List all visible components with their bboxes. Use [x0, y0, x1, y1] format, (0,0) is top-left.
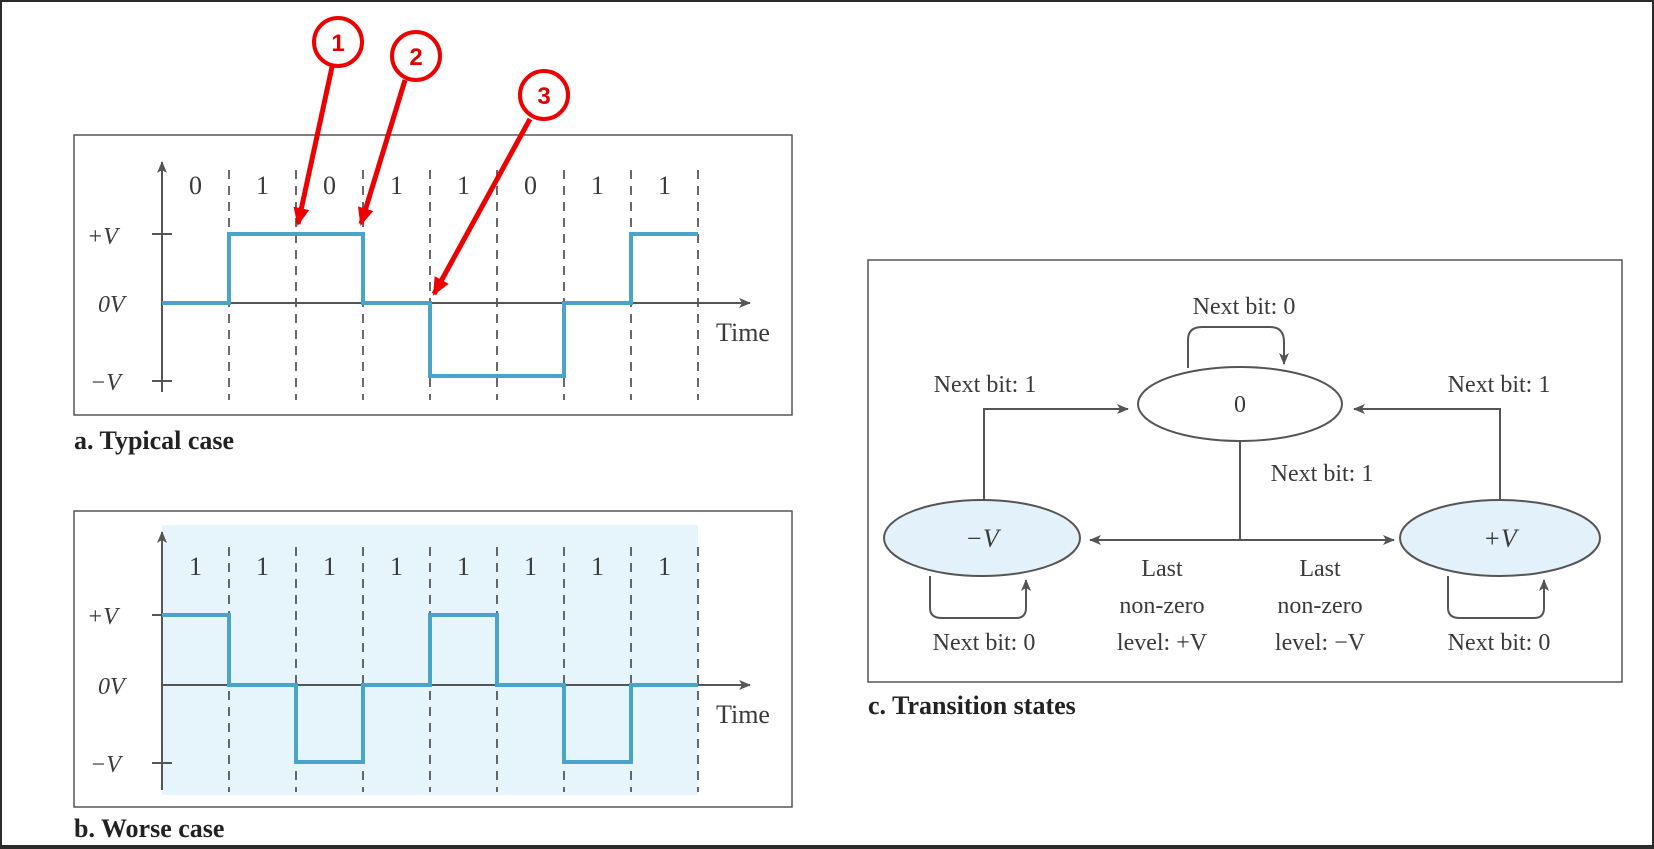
- panel-b-neg-label: −V: [90, 752, 123, 778]
- panel-a-bit-labels: 0 1 0 1 1 0 1 1: [189, 171, 671, 200]
- state-neg-node: [883, 499, 1081, 577]
- panel-a-bit-label: 1: [457, 171, 470, 200]
- panel-a-pos-label: +V: [87, 224, 120, 250]
- panel-a-bit-label: 1: [591, 171, 604, 200]
- panel-a-bit-label: 0: [524, 171, 537, 200]
- arrow-pos-to-zero: [1353, 404, 1501, 500]
- panel-c-caption: c. Transition states: [868, 691, 1076, 720]
- panel-b-bit-label: 1: [390, 552, 403, 581]
- panel-b-bit-label: 1: [256, 552, 269, 581]
- panel-b-bit-label: 1: [524, 552, 537, 581]
- panel-b-time-label: Time: [716, 700, 770, 729]
- panel-a-bit-dividers: [228, 170, 699, 400]
- last-level-right-line3: level: −V: [1275, 630, 1366, 656]
- panel-b-bit-label: 1: [189, 552, 202, 581]
- arrow-zero-out-label: Next bit: 1: [1271, 461, 1374, 487]
- annotation-1-badge: [312, 16, 364, 68]
- last-level-right-line2: non-zero: [1277, 593, 1362, 619]
- annotation-2-badge: [390, 30, 442, 82]
- panel-b-bit-dividers: [228, 547, 699, 792]
- panel-a-bit-label: 0: [323, 171, 336, 200]
- panel-b-caption: b. Worse case: [74, 814, 224, 843]
- arrow-pos-to-zero-label: Next bit: 1: [1448, 372, 1551, 398]
- self-loop-pos-label: Next bit: 0: [1448, 630, 1551, 656]
- panel-b-worse-case: +V 0V −V Time 1 1 1 1 1 1 1 1 b. Worse case: [73, 510, 793, 843]
- last-level-left-line3: level: +V: [1117, 630, 1208, 656]
- last-level-left-line2: non-zero: [1119, 593, 1204, 619]
- self-loop-zero: [1187, 326, 1289, 368]
- self-loop-neg-label: Next bit: 0: [933, 630, 1036, 656]
- panel-b-bit-label: 1: [591, 552, 604, 581]
- panel-b-bit-labels: 1 1 1 1 1 1 1 1: [189, 552, 671, 581]
- panel-a-caption: a. Typical case: [74, 426, 234, 455]
- state-pos-label: +V: [1483, 524, 1520, 553]
- annotation-3-arrow: [431, 117, 533, 296]
- annotation-2-arrow: [358, 79, 408, 226]
- panel-b-bit-label: 1: [323, 552, 336, 581]
- last-level-left-line1: Last: [1141, 556, 1183, 582]
- arrow-neg-to-zero-label: Next bit: 1: [934, 372, 1037, 398]
- panel-b-bit-label: 1: [658, 552, 671, 581]
- red-annotations: 1 2 3: [293, 16, 570, 296]
- state-zero-label: 0: [1234, 392, 1246, 418]
- arrow-neg-to-zero: [983, 404, 1129, 500]
- panel-a-bit-label: 1: [390, 171, 403, 200]
- panel-a-typical-case: +V 0V −V Time 0 1 0 1 1 0 1 1 a. Typical case: [73, 134, 793, 455]
- panel-a-zero-label: 0V: [98, 292, 127, 318]
- panel-c-border: [867, 259, 1623, 683]
- self-loop-pos: [1447, 576, 1549, 619]
- panel-a-neg-label: −V: [90, 370, 123, 396]
- self-loop-neg: [929, 576, 1031, 619]
- state-neg-label: −V: [965, 524, 1002, 553]
- panel-a-time-label: Time: [716, 318, 770, 347]
- panel-b-border: [73, 510, 793, 808]
- panel-c-transition-states: 0 −V +V Next bit: 0 Next bit: 1 Next bit…: [867, 259, 1623, 720]
- panel-a-border: [73, 134, 793, 416]
- annotation-3-number: 3: [537, 83, 550, 110]
- panel-a-bit-label: 1: [256, 171, 269, 200]
- panel-b-bit-label: 1: [457, 552, 470, 581]
- panel-b-zero-label: 0V: [98, 674, 127, 700]
- self-loop-zero-label: Next bit: 0: [1193, 294, 1296, 320]
- annotation-2-number: 2: [409, 44, 422, 71]
- panel-a-signal: [162, 232, 698, 378]
- annotation-1-number: 1: [331, 30, 344, 57]
- panel-b-pos-label: +V: [87, 604, 120, 630]
- panel-a-bit-label: 1: [658, 171, 671, 200]
- panel-a-bit-label: 0: [189, 171, 202, 200]
- annotation-1-arrow: [293, 66, 335, 226]
- annotation-3-badge: [518, 69, 570, 121]
- last-level-right-line1: Last: [1299, 556, 1341, 582]
- panel-b-signal: [162, 613, 698, 764]
